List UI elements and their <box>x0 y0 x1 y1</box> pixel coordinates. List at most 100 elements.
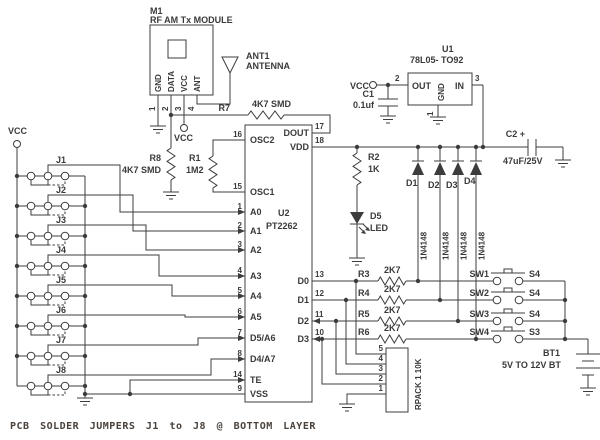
vcc-terminal <box>369 81 377 89</box>
label-u2-left-1-n: 15 <box>233 182 242 191</box>
label-u2-left-8-n: 7 <box>238 328 243 337</box>
label-u2-left-0-name: OSC2 <box>250 135 275 145</box>
label-u2-ref: U2 <box>278 208 290 218</box>
solder-pad <box>60 351 70 361</box>
label-rpack-pins-0: 5 <box>379 344 384 353</box>
pin-arrow <box>238 247 245 253</box>
pin-arrow <box>238 356 245 362</box>
solder-pad <box>26 261 36 271</box>
label-u2-left-3-name: A1 <box>250 226 262 236</box>
label-u1-n_out: 2 <box>395 74 400 83</box>
u1-ic-box <box>407 72 473 106</box>
label-r6-value: 2K7 <box>384 323 401 333</box>
resistor-symbol <box>208 155 218 189</box>
solder-pad <box>43 261 53 271</box>
label-jumpers-2: J3 <box>56 215 66 225</box>
label-rpack-pins-3: 2 <box>379 374 384 383</box>
jumper-closed-bracket <box>30 300 49 306</box>
label-u2-right-2-name: D0 <box>297 276 309 286</box>
label-u2-left-3-n: 2 <box>238 221 243 230</box>
label-m1-pin_ant: ANT <box>193 75 202 92</box>
solder-pad <box>43 231 53 241</box>
label-u2-left-2-n: 1 <box>238 202 243 211</box>
label-jumpers-0: J1 <box>56 155 66 165</box>
solder-pad <box>514 295 524 305</box>
label-c2-value: 47uF/25V <box>503 156 543 166</box>
junction-dot <box>82 203 88 209</box>
label-r4-value: 2K7 <box>384 284 401 294</box>
vcc-terminal <box>13 140 21 148</box>
label-d5-value: LED <box>370 223 389 233</box>
pin-arrow <box>238 377 245 383</box>
label-r1-value: 1M2 <box>186 165 204 175</box>
label-d3-ref: D3 <box>446 180 458 190</box>
label-r3-value: 2K7 <box>384 265 401 275</box>
solder-pad <box>43 351 53 361</box>
label-c2-ref: C2 + <box>506 129 525 139</box>
label-m1-ref: M1 <box>150 6 163 16</box>
label-r8-ref: R8 <box>149 153 161 163</box>
label-jumpers-7: J8 <box>56 365 66 375</box>
wire <box>346 393 386 404</box>
solder-pad <box>43 201 53 211</box>
label-u2-right-5-name: D3 <box>297 334 309 344</box>
label-jumpers-3: J4 <box>56 245 66 255</box>
label-rpack-name: RPACK 1 10K <box>414 358 423 410</box>
solder-pad <box>26 201 36 211</box>
solder-pad <box>60 321 70 331</box>
label-u2-left-2-name: A0 <box>250 207 262 217</box>
label-u1-in: IN <box>455 81 464 91</box>
label-u2-left-6-n: 5 <box>238 286 243 295</box>
label-sw-2-ref: SW3 <box>469 309 489 319</box>
junction-dot <box>82 293 88 299</box>
label-u2-right-1-n: 18 <box>315 136 324 145</box>
label-u2-right-0-n: 17 <box>315 122 324 131</box>
diode-symbol <box>412 162 424 175</box>
label-jumpers-4: J5 <box>56 275 66 285</box>
solder-pad <box>514 276 524 286</box>
label-jumpers-5: J6 <box>56 305 66 315</box>
jumper-open-bracket <box>48 330 66 336</box>
solder-pad <box>514 316 524 326</box>
label-u2-left-8-name: D5/A6 <box>250 333 276 343</box>
label-u2-right-5-n: 10 <box>315 328 324 337</box>
label-r8-value: 4K7 SMD <box>122 165 162 175</box>
label-rpack-pins-4: 1 <box>379 384 384 393</box>
jumper-closed-bracket <box>30 360 49 366</box>
solder-pad <box>60 261 70 271</box>
label-d4-ref: D4 <box>464 176 476 186</box>
label-sw-1-side: S4 <box>529 288 540 298</box>
solder-pad <box>26 231 36 241</box>
solder-pad <box>60 231 70 241</box>
label-jumpers-1: J2 <box>56 185 66 195</box>
label-c1-ref: C1 <box>362 89 374 99</box>
label-u2-left-6-name: A4 <box>250 291 262 301</box>
solder-pad <box>26 381 36 391</box>
label-rpack-pins-2: 3 <box>379 364 384 373</box>
label-r4-ref: R4 <box>358 288 370 298</box>
resistor-symbol <box>247 110 285 120</box>
solder-pad <box>26 351 36 361</box>
label-r3-ref: R3 <box>358 269 370 279</box>
label-m1-pin_data: DATA <box>167 71 176 92</box>
label-u2-left-10-n: 14 <box>233 370 242 379</box>
label-ant1-desc: ANTENNA <box>246 61 290 71</box>
jumper-open-bracket <box>48 180 66 186</box>
label-r2-value: 1K <box>368 164 380 174</box>
label-u2-left-11-name: VSS <box>250 389 268 399</box>
label-u2-right-0-name: DOUT <box>284 128 310 138</box>
label-sw-3-ref: SW4 <box>469 327 489 337</box>
resistor-symbol <box>352 152 362 186</box>
jumper-closed-bracket <box>30 330 49 336</box>
wire <box>212 188 245 193</box>
solder-pad <box>60 381 70 391</box>
wire <box>47 358 230 383</box>
label-sw-2-side: S4 <box>529 309 540 319</box>
label-m1-n2: 2 <box>161 106 170 111</box>
jumper-open-bracket <box>48 240 66 246</box>
jumper-closed-bracket <box>30 210 49 216</box>
diode-symbol <box>452 162 464 175</box>
label-d5-ref: D5 <box>370 211 382 221</box>
label-u2-right-3-name: D1 <box>297 295 309 305</box>
